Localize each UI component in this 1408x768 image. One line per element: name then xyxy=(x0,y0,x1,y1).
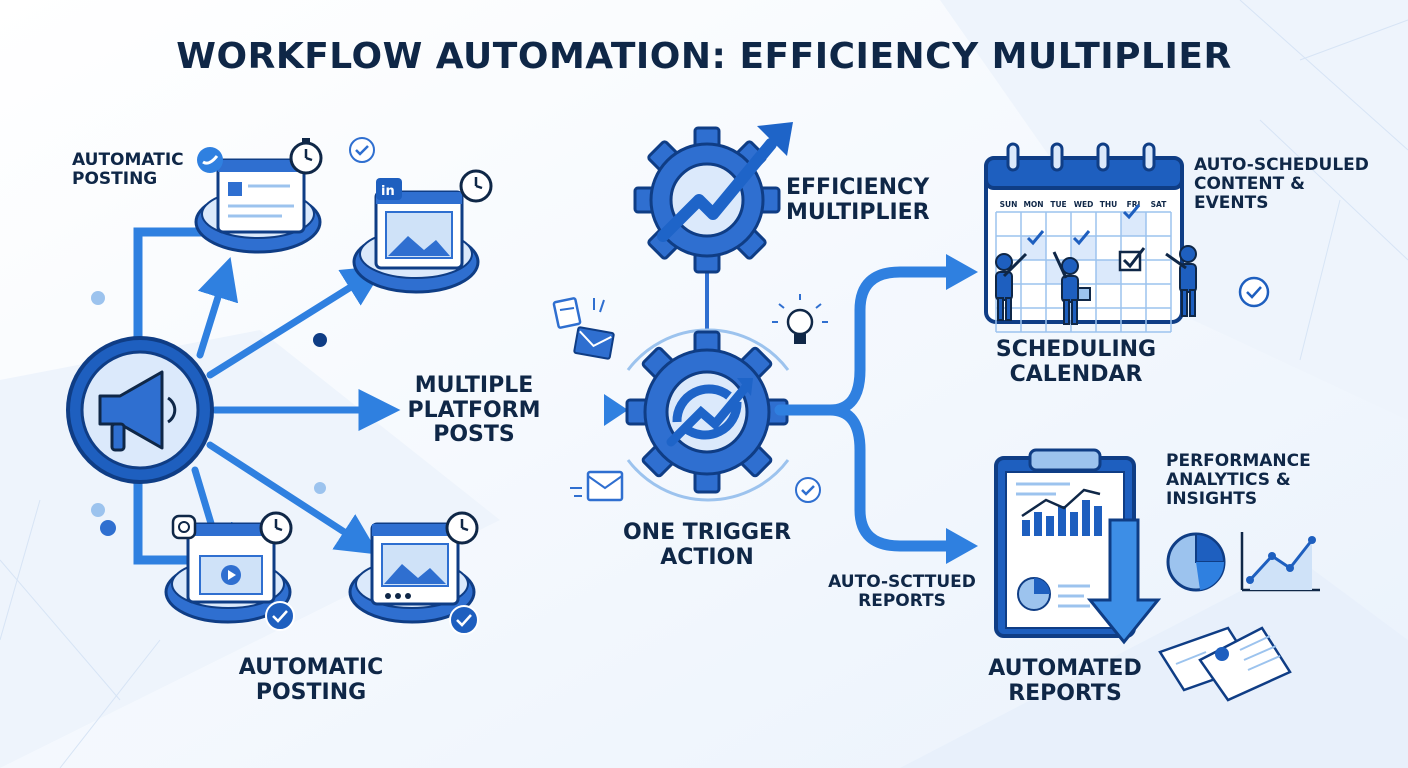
megaphone-group xyxy=(66,227,401,569)
calendar-cell-highlight xyxy=(1121,212,1146,236)
label-automated-reports: AUTOMATED REPORTS xyxy=(988,656,1142,706)
calendar-day-label: FRI xyxy=(1127,200,1141,209)
mail-icon xyxy=(586,470,624,502)
lightbulb-icon xyxy=(772,294,828,344)
calendar-day-label: MON xyxy=(1023,200,1043,209)
document-icon xyxy=(552,297,582,329)
label-automatic-posting-top: AUTOMATIC POSTING xyxy=(72,150,184,190)
calendar-day-label: WED xyxy=(1074,200,1094,209)
page-title: WORKFLOW AUTOMATION: EFFICIENCY MULTIPLI… xyxy=(176,36,1232,77)
label-one-trigger-action: ONE TRIGGER ACTION xyxy=(622,520,792,570)
instagram-icon xyxy=(171,514,197,540)
label-auto-scheduled-content: AUTO-SCHEDULED CONTENT & EVENTS xyxy=(1194,155,1369,214)
automated-reports-icon xyxy=(994,448,1162,645)
trigger-gear-icon xyxy=(625,330,789,494)
svg-text:in: in xyxy=(381,184,395,199)
calendar-day-label: SUN xyxy=(1000,200,1018,209)
efficiency-gear-icon xyxy=(633,122,793,274)
megaphone-icon xyxy=(98,370,177,452)
calendar-day-label: SAT xyxy=(1151,200,1168,209)
label-scheduling-calendar: SCHEDULING CALENDAR xyxy=(995,337,1157,387)
calendar-day-label: TUE xyxy=(1050,200,1066,209)
platform-card-linkedin: in xyxy=(349,137,493,294)
analytics-icons xyxy=(1158,532,1320,702)
label-automatic-posting-bottom: AUTOMATIC POSTING xyxy=(238,655,384,705)
label-performance-analytics: PERFORMANCE ANALYTICS & INSIGHTS xyxy=(1166,451,1311,510)
twitter-icon xyxy=(197,147,223,173)
floating-icons xyxy=(552,294,828,503)
branch-arrows xyxy=(774,266,956,552)
calendar-day-label: THU xyxy=(1100,200,1117,209)
center-flow xyxy=(542,262,790,502)
label-multiple-platform-posts: MULTIPLE PLATFORM POSTS xyxy=(407,373,541,448)
platform-card-twitter xyxy=(194,138,323,254)
scheduling-calendar-icon: SUN MON TUE WED THU FRI SAT xyxy=(984,142,1270,333)
calendar-cell-highlight xyxy=(1096,260,1121,284)
linkedin-icon xyxy=(376,178,402,200)
platform-card-pinterest xyxy=(348,511,479,635)
label-efficiency-multiplier: EFFICIENCY MULTIPLIER xyxy=(786,175,930,225)
platform-card-instagram xyxy=(164,511,295,631)
check-icon xyxy=(349,137,375,163)
label-auto-scheduled-reports: AUTO-SCTTUED REPORTS xyxy=(828,572,976,612)
